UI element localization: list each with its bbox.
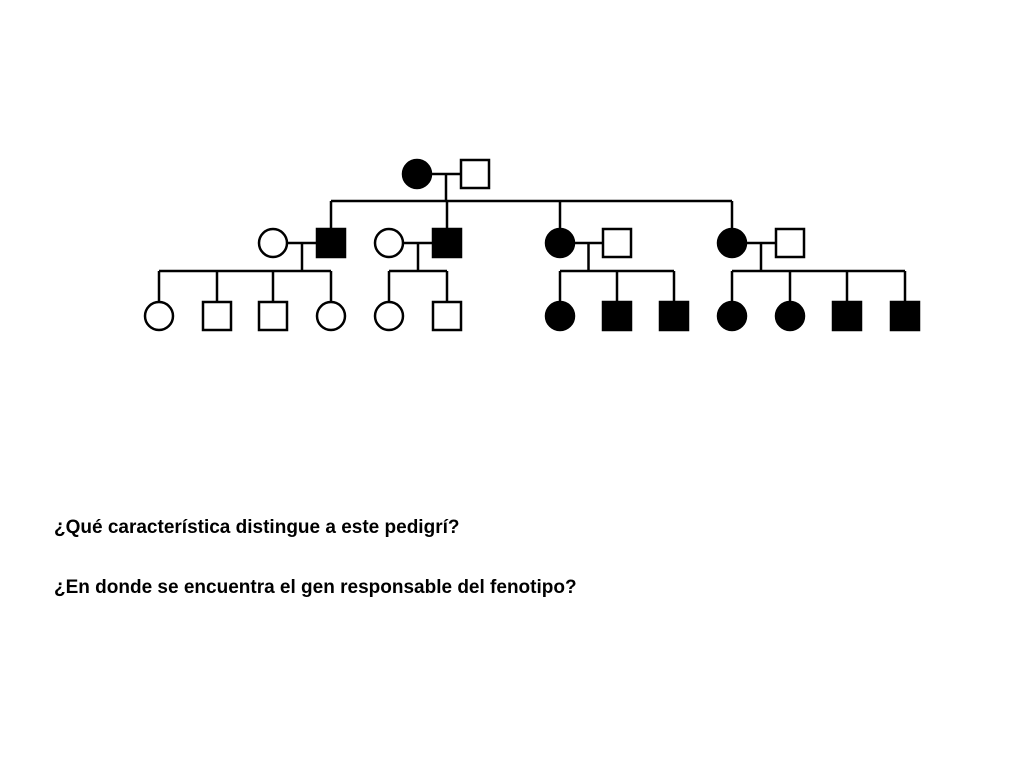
unaffected-male-i-2 bbox=[459, 158, 491, 190]
affected-male-iii-8 bbox=[601, 300, 633, 332]
affected-male-ii-2 bbox=[315, 227, 347, 259]
affected-female-iii-10 bbox=[716, 300, 748, 332]
unaffected-male-ii-8 bbox=[774, 227, 806, 259]
affected-female-ii-7 bbox=[716, 227, 748, 259]
pedigree-individuals bbox=[143, 158, 921, 332]
question-2: ¿En donde se encuentra el gen responsabl… bbox=[54, 577, 577, 598]
unaffected-female-iii-5 bbox=[373, 300, 405, 332]
affected-female-iii-7 bbox=[544, 300, 576, 332]
unaffected-male-iii-3 bbox=[257, 300, 289, 332]
pedigree-chart bbox=[143, 158, 921, 332]
affected-female-i-1 bbox=[401, 158, 433, 190]
affected-male-iii-13 bbox=[889, 300, 921, 332]
unaffected-male-iii-6 bbox=[431, 300, 463, 332]
unaffected-female-ii-1 bbox=[257, 227, 289, 259]
pedigree-lines bbox=[157, 172, 907, 302]
affected-male-ii-4 bbox=[431, 227, 463, 259]
unaffected-female-ii-3 bbox=[373, 227, 405, 259]
unaffected-female-iii-1 bbox=[143, 300, 175, 332]
affected-male-iii-9 bbox=[658, 300, 690, 332]
questions-block: ¿Qué característica distingue a este ped… bbox=[54, 512, 954, 604]
affected-female-iii-11 bbox=[774, 300, 806, 332]
affected-male-iii-12 bbox=[831, 300, 863, 332]
unaffected-female-iii-4 bbox=[315, 300, 347, 332]
unaffected-male-ii-6 bbox=[601, 227, 633, 259]
question-1: ¿Qué característica distingue a este ped… bbox=[54, 517, 460, 538]
unaffected-male-iii-2 bbox=[201, 300, 233, 332]
affected-female-ii-5 bbox=[544, 227, 576, 259]
